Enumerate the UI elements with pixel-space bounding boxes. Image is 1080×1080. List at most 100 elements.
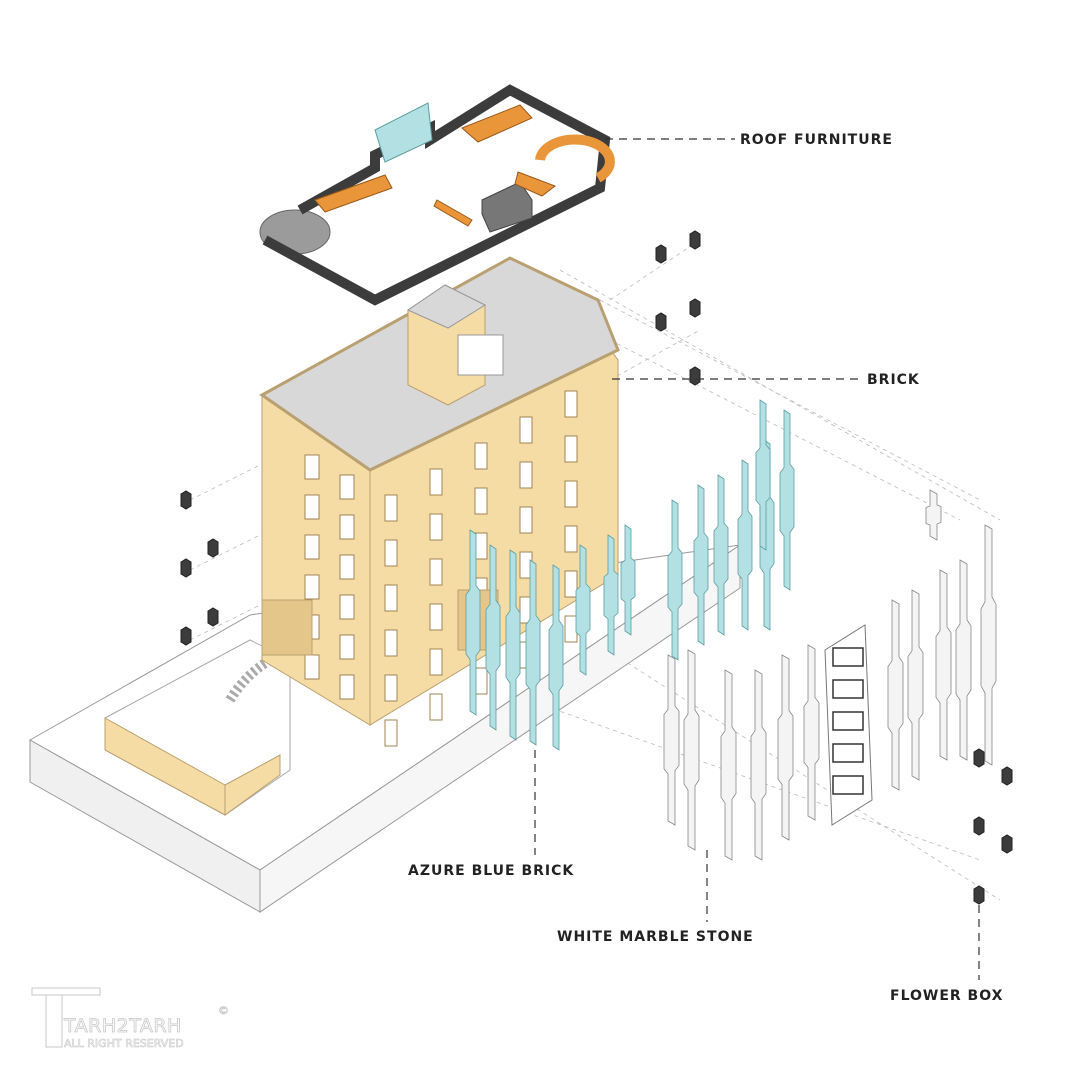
azure-panel [620, 524, 636, 636]
flower-box-icon [655, 312, 667, 332]
window [304, 654, 320, 680]
azure-panel [505, 549, 521, 741]
window [304, 454, 320, 480]
brick-screen [261, 599, 313, 656]
logo-tagline: ALL RIGHT RESERVED [64, 1037, 184, 1050]
label-white-marble-stone: WHITE MARBLE STONE [557, 850, 754, 945]
window [429, 693, 443, 721]
windows [304, 390, 578, 747]
window [564, 525, 578, 553]
window [384, 494, 398, 522]
flower-boxes [180, 230, 1013, 905]
flower-box-icon [1001, 834, 1013, 854]
window [304, 494, 320, 520]
label-flower-box: FLOWER BOX [890, 905, 1003, 1004]
window [564, 570, 578, 598]
azure-blue-brick-panels [465, 399, 795, 751]
flower-box-icon [689, 366, 701, 386]
azure-panel [667, 499, 683, 661]
window [384, 584, 398, 612]
label-text: WHITE MARBLE STONE [557, 929, 754, 945]
azure-panel [693, 484, 709, 646]
window [339, 554, 355, 580]
label-text: ROOF FURNITURE [740, 132, 893, 148]
marble-panel [720, 669, 737, 861]
marble-panel [777, 654, 794, 841]
window [519, 416, 533, 444]
marble-panel [907, 589, 924, 781]
window [519, 461, 533, 489]
window [384, 674, 398, 702]
flower-box-icon [973, 748, 985, 768]
flower-box-icon [689, 298, 701, 318]
window [429, 513, 443, 541]
marble-panel [663, 654, 680, 826]
label-azure-blue-brick: AZURE BLUE BRICK [408, 750, 574, 879]
flower-box-icon [689, 230, 701, 250]
marble-panel [935, 569, 952, 761]
window [474, 667, 488, 695]
azure-panel [485, 544, 501, 731]
flower-box-icon [973, 885, 985, 905]
label-text: AZURE BLUE BRICK [408, 863, 574, 879]
flower-box-icon [180, 626, 192, 646]
window [564, 435, 578, 463]
window [474, 532, 488, 560]
flower-box-icon [207, 607, 219, 627]
window [339, 594, 355, 620]
window [384, 719, 398, 747]
window [339, 674, 355, 700]
label-text: BRICK [867, 372, 920, 388]
flower-box-icon [1001, 766, 1013, 786]
white-marble-stone-panels [663, 489, 997, 861]
window [384, 629, 398, 657]
marble-panel [925, 489, 942, 541]
marble-window [832, 647, 864, 667]
window [339, 634, 355, 660]
marble-window-frame [824, 624, 873, 826]
window [564, 390, 578, 418]
marble-window [832, 711, 864, 731]
flower-box-icon [180, 490, 192, 510]
azure-panel [525, 559, 541, 746]
window [564, 615, 578, 643]
window [339, 514, 355, 540]
window [429, 468, 443, 496]
azure-panel [779, 409, 795, 591]
azure-panel [465, 529, 481, 716]
marble-panel [980, 524, 997, 766]
window [474, 442, 488, 470]
flower-box-icon [180, 558, 192, 578]
window [519, 506, 533, 534]
label-roof-furniture: ROOF FURNITURE [605, 132, 893, 148]
azure-panel [603, 534, 619, 656]
azure-panel [713, 474, 729, 636]
label-brick: BRICK [612, 372, 920, 388]
window [339, 474, 355, 500]
label-text: FLOWER BOX [890, 988, 1003, 1004]
marble-window [832, 775, 864, 795]
azure-panel [575, 544, 591, 676]
window [429, 558, 443, 586]
marble-window [832, 743, 864, 763]
window [429, 648, 443, 676]
marble-panel [683, 649, 700, 851]
azure-panel [755, 399, 771, 551]
flower-box-icon [973, 816, 985, 836]
window [304, 574, 320, 600]
window [474, 487, 488, 515]
tarh2tarh-logo: TARH2TARH ALL RIGHT RESERVED © [31, 987, 229, 1050]
window [304, 534, 320, 560]
window [429, 603, 443, 631]
window [564, 480, 578, 508]
logo-name: TARH2TARH [63, 1015, 182, 1037]
marble-panel [803, 644, 820, 821]
guide-lines [189, 239, 1001, 901]
flower-box-icon [207, 538, 219, 558]
flower-box-icon [655, 244, 667, 264]
marble-panel [750, 669, 767, 861]
window [384, 539, 398, 567]
copyright-mark: © [218, 1004, 229, 1017]
